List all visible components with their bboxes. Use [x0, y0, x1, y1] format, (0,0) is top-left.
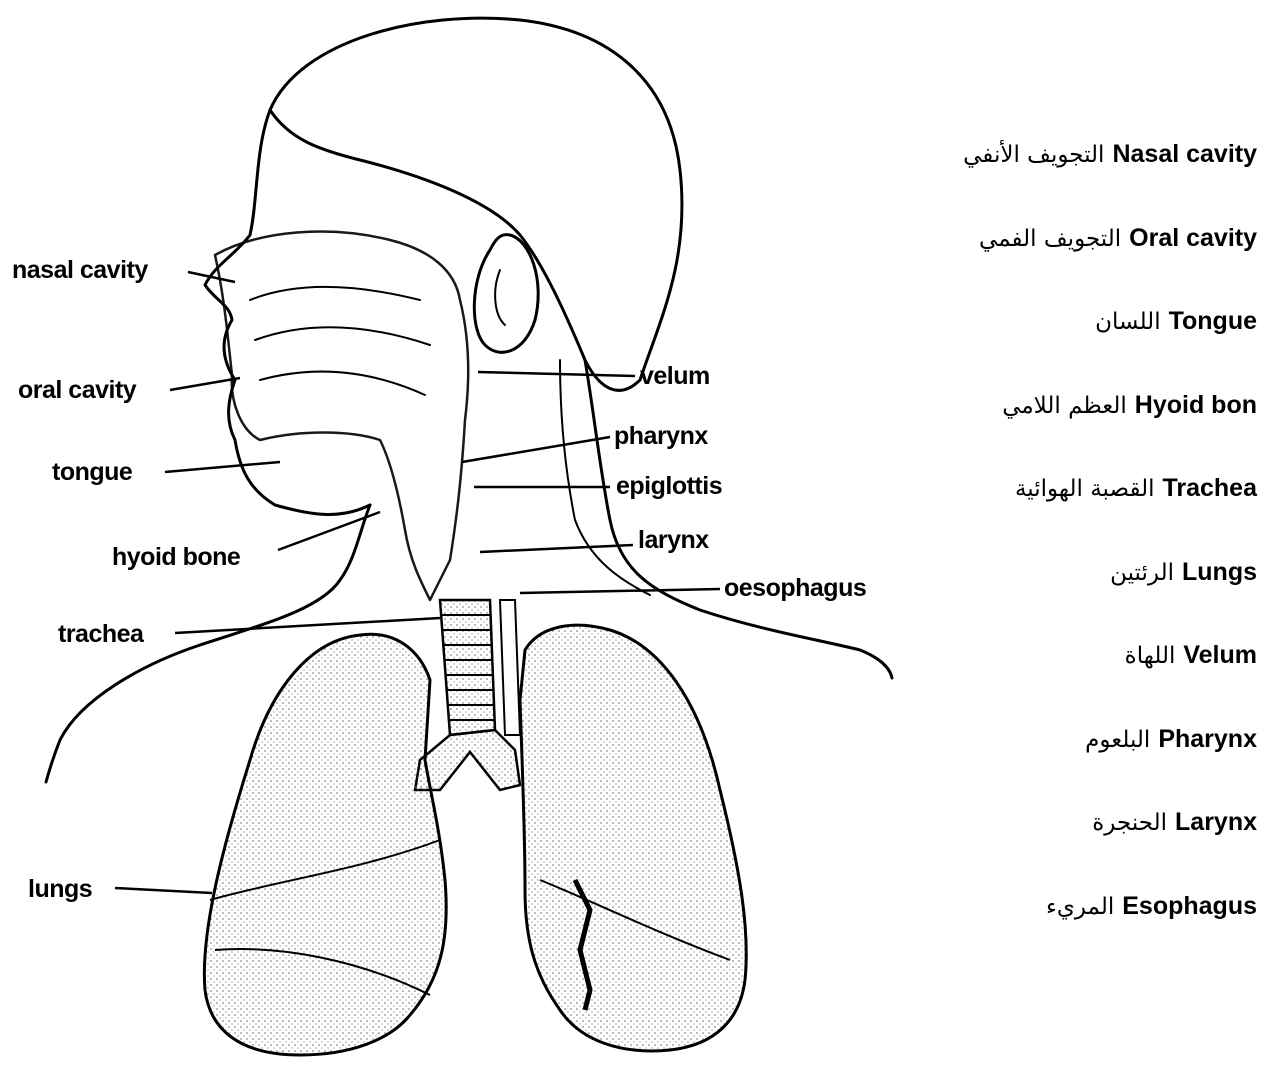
- label-velum: velum: [640, 364, 710, 389]
- label-trachea: trachea: [58, 622, 143, 647]
- leader-pharynx: [462, 437, 610, 462]
- legend-item-pharynx: البلعوم Pharynx: [837, 725, 1257, 809]
- legend-english: Hyoid bon: [1135, 391, 1257, 419]
- leader-tongue: [165, 462, 280, 472]
- leader-lungs: [115, 888, 212, 893]
- legend-item-esophagus: المريء Esophagus: [837, 892, 1257, 976]
- legend-item-nasal-cavity: التجويف الأنفي Nasal cavity: [837, 140, 1257, 224]
- legend-item-velum: اللهاة Velum: [837, 641, 1257, 725]
- hair-illustration: [270, 18, 682, 390]
- legend-arabic: الرئتين: [1110, 560, 1174, 586]
- label-lungs: lungs: [28, 877, 92, 902]
- legend-arabic: التجويف الأنفي: [963, 142, 1104, 168]
- ear-illustration: [474, 235, 538, 353]
- leader-trachea: [175, 618, 440, 633]
- legend-english: Oral cavity: [1129, 224, 1257, 252]
- legend-english: Esophagus: [1122, 892, 1257, 920]
- leader-oesophagus: [520, 589, 720, 593]
- leader-hyoid-bone: [278, 512, 380, 550]
- label-pharynx: pharynx: [614, 424, 708, 449]
- label-epiglottis: epiglottis: [616, 474, 722, 499]
- legend-english: Trachea: [1162, 474, 1257, 502]
- legend-item-oral-cavity: التجويف الفمي Oral cavity: [837, 224, 1257, 308]
- legend-english: Velum: [1183, 641, 1257, 669]
- bilingual-legend: التجويف الأنفي Nasal cavity التجويف الفمي…: [837, 140, 1257, 975]
- label-hyoid-bone: hyoid bone: [112, 545, 240, 570]
- legend-arabic: العظم اللامي: [1002, 393, 1127, 419]
- left-lung-illustration: [204, 634, 446, 1055]
- legend-arabic: اللسان: [1095, 309, 1160, 335]
- legend-item-lungs: الرئتين Lungs: [837, 558, 1257, 642]
- label-nasal-cavity: nasal cavity: [12, 258, 148, 283]
- label-oral-cavity: oral cavity: [18, 378, 136, 403]
- legend-english: Lungs: [1182, 558, 1257, 586]
- leader-oral-cavity: [170, 378, 240, 390]
- legend-english: Tongue: [1169, 307, 1257, 335]
- legend-arabic: المريء: [1046, 894, 1114, 920]
- label-tongue: tongue: [52, 460, 132, 485]
- cavities-illustration: [215, 232, 468, 600]
- legend-english: Larynx: [1175, 808, 1257, 836]
- right-lung-illustration: [520, 625, 746, 1051]
- leader-larynx: [480, 545, 633, 552]
- trachea-illustration: [415, 600, 520, 790]
- legend-item-larynx: الحنجرة Larynx: [837, 808, 1257, 892]
- legend-english: Nasal cavity: [1112, 140, 1257, 168]
- legend-english: Pharynx: [1158, 725, 1257, 753]
- legend-arabic: اللهاة: [1125, 643, 1176, 669]
- legend-arabic: الحنجرة: [1092, 810, 1167, 836]
- label-larynx: larynx: [638, 528, 709, 553]
- legend-item-hyoid-bone: العظم اللامي Hyoid bon: [837, 391, 1257, 475]
- legend-item-tongue: اللسان Tongue: [837, 307, 1257, 391]
- leader-velum: [478, 372, 635, 376]
- legend-arabic: البلعوم: [1085, 727, 1150, 753]
- legend-arabic: التجويف الفمي: [979, 226, 1121, 252]
- legend-item-trachea: القصبة الهوائية Trachea: [837, 474, 1257, 558]
- legend-arabic: القصبة الهوائية: [1015, 476, 1155, 502]
